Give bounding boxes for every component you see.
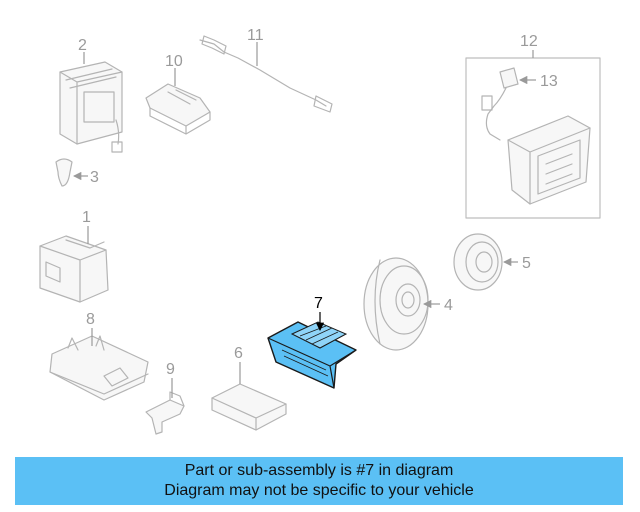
callout-6: 6 (234, 345, 243, 362)
part-1-bracket[interactable] (39, 226, 109, 303)
part-7-highlighted[interactable] (267, 312, 357, 389)
callout-9: 9 (166, 361, 175, 378)
part-5-tweeter[interactable] (453, 233, 518, 291)
part-9-bracket[interactable] (145, 378, 185, 435)
callout-5: 5 (522, 255, 531, 272)
banner-line-2: Diagram may not be specific to your vehi… (164, 482, 474, 499)
info-banner: Part or sub-assembly is #7 in diagram Di… (15, 457, 623, 505)
callout-7: 7 (314, 295, 323, 312)
callout-8: 8 (86, 311, 95, 328)
callout-13: 13 (540, 73, 558, 90)
callout-1: 1 (82, 209, 91, 226)
part-8-plate[interactable] (49, 328, 149, 401)
part-12-housing[interactable] (507, 115, 591, 205)
part-11-antenna-cable[interactable] (199, 35, 333, 113)
part-10-module[interactable] (145, 68, 211, 135)
callout-11: 11 (247, 27, 264, 44)
callout-2: 2 (78, 37, 87, 54)
part-12-box (465, 50, 601, 219)
callout-3: 3 (90, 169, 99, 186)
banner-line-1: Part or sub-assembly is #7 in diagram (184, 462, 454, 479)
parts-diagram: 2 3 10 11 12 13 (39, 27, 601, 435)
callout-12: 12 (520, 33, 538, 50)
callout-10: 10 (165, 53, 183, 70)
part-3-clip[interactable] (55, 158, 88, 187)
part-2-radio-unit[interactable] (59, 52, 123, 153)
part-13-connector[interactable] (481, 67, 536, 141)
part-6-module[interactable] (211, 362, 287, 431)
part-4-speaker[interactable] (363, 257, 440, 351)
callout-4: 4 (444, 297, 453, 314)
